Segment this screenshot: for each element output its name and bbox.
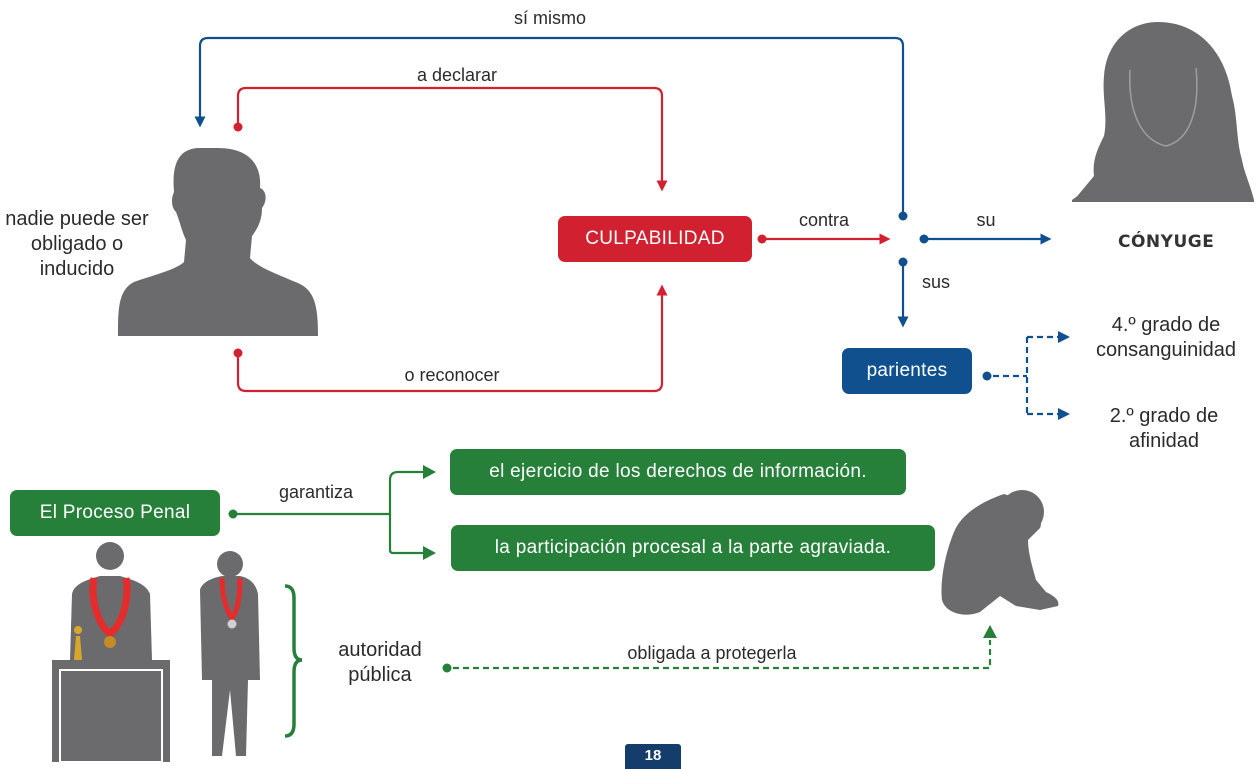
o-reconocer-dot — [233, 348, 243, 358]
a-declarar-dot — [233, 122, 243, 132]
woman-face-icon — [1129, 67, 1198, 147]
label-a-declarar: a declarar — [416, 65, 498, 85]
label-grado4: 4.º grado de consanguinidad — [1095, 314, 1237, 361]
sus-dot — [898, 257, 908, 267]
arrow-grado2 — [1058, 408, 1070, 420]
proceso-penal-box: El Proceso Penal — [10, 490, 220, 536]
label-nadie-puede: nadie puede ser obligado o inducido — [5, 208, 149, 280]
arrow-victima — [983, 625, 997, 638]
label-garantiza: garantiza — [278, 482, 354, 502]
page-number: 18 — [625, 744, 681, 769]
official-silhouette-icon — [200, 551, 260, 756]
label-obligada: obligada a protegerla — [627, 643, 797, 663]
label-sus: sus — [921, 272, 950, 292]
parientes-box: parientes — [842, 348, 972, 394]
podium-icon — [52, 660, 170, 762]
label-conyuge: CÓNYUGE — [1118, 232, 1215, 252]
parientes-dot — [982, 371, 992, 381]
man-silhouette-icon — [118, 148, 318, 336]
si-mismo-dot — [898, 211, 908, 221]
victim-silhouette-icon — [941, 490, 1059, 615]
label-su: su — [976, 210, 996, 230]
label-si-mismo: sí mismo — [514, 8, 586, 28]
woman-silhouette-icon — [1072, 22, 1254, 202]
label-autoridad-publica: autoridad pública — [338, 639, 422, 686]
a-declarar-connector — [236, 86, 668, 192]
arrow-grado4 — [1058, 331, 1070, 343]
si-mismo-connector — [194, 36, 905, 215]
su-dot — [919, 234, 929, 244]
culpabilidad-box: CULPABILIDAD — [558, 216, 752, 262]
garantiza-connector — [233, 470, 424, 555]
obligada-dashed-connector — [453, 640, 992, 670]
judge-silhouette-icon — [70, 542, 152, 660]
label-contra: contra — [798, 210, 850, 230]
label-grado2: 2.º grado de afinidad — [1109, 405, 1219, 452]
participacion-box: la participación procesal a la parte agr… — [451, 525, 935, 571]
brace — [284, 584, 303, 738]
derechos-informacion-box: el ejercicio de los derechos de informac… — [450, 449, 906, 495]
arrow-derechos — [423, 465, 436, 479]
o-reconocer-connector — [236, 284, 668, 393]
arrow-participacion — [423, 546, 436, 560]
autoridad-dot — [442, 663, 452, 673]
contra-dot — [757, 234, 767, 244]
parientes-dashed-connector — [993, 335, 1060, 416]
label-o-reconocer: o reconocer — [404, 365, 500, 385]
